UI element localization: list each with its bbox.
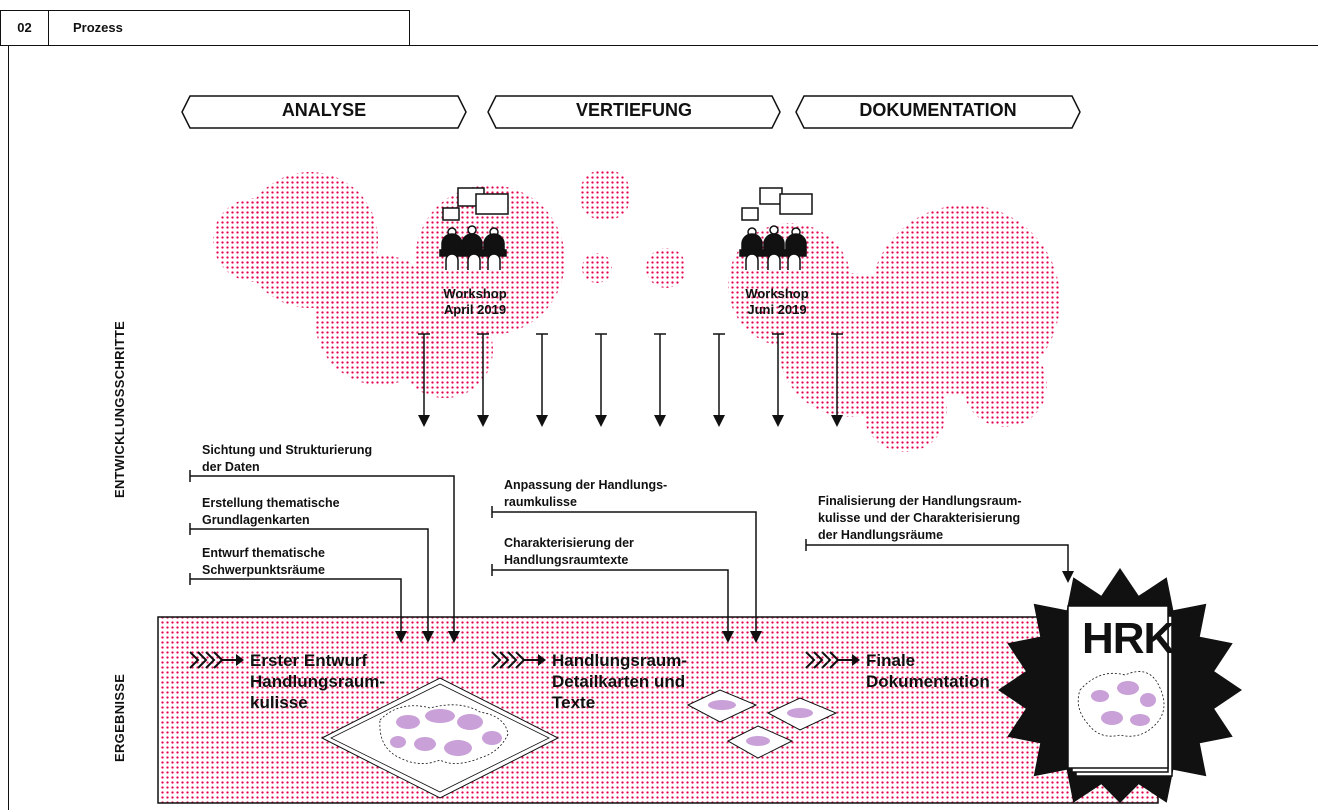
section-header: 02 Prozess <box>0 10 410 46</box>
workshop-icon-juni <box>739 187 813 270</box>
label-entwicklungsschritte: ENTWICKLUNGSSCHRITTE <box>112 320 127 498</box>
map-detail-tiles <box>686 689 838 759</box>
phase-vertiefung: VERTIEFUNG <box>575 100 692 120</box>
step-finalisierung: Finalisierung der Handlungsraum-kulisse … <box>818 494 1022 542</box>
section-number: 02 <box>1 11 49 45</box>
results-area <box>157 616 1159 804</box>
hrk-badge-text: HRK <box>1082 614 1175 663</box>
step-connectors <box>190 475 1074 643</box>
label-ergebnisse: ERGEBNISSE <box>112 673 127 762</box>
step-anpassung: Anpassung der Handlungs-raumkulisse <box>504 478 668 509</box>
connector-caps <box>189 470 807 585</box>
phase-dokumentation: DOKUMENTATION <box>859 100 1017 120</box>
header-rule <box>410 45 1318 46</box>
hrk-starburst-badge <box>998 568 1242 803</box>
chevron-arrow-icons <box>189 651 852 669</box>
dotted-cloud <box>213 169 1060 452</box>
workshop-icon-april <box>439 187 509 270</box>
section-title: Prozess <box>73 20 123 35</box>
phase-banners <box>181 95 1081 129</box>
map-first-draft <box>320 677 560 799</box>
phase-analyse: ANALYSE <box>281 100 367 120</box>
step-arrows <box>418 334 843 427</box>
left-rule <box>8 45 9 810</box>
